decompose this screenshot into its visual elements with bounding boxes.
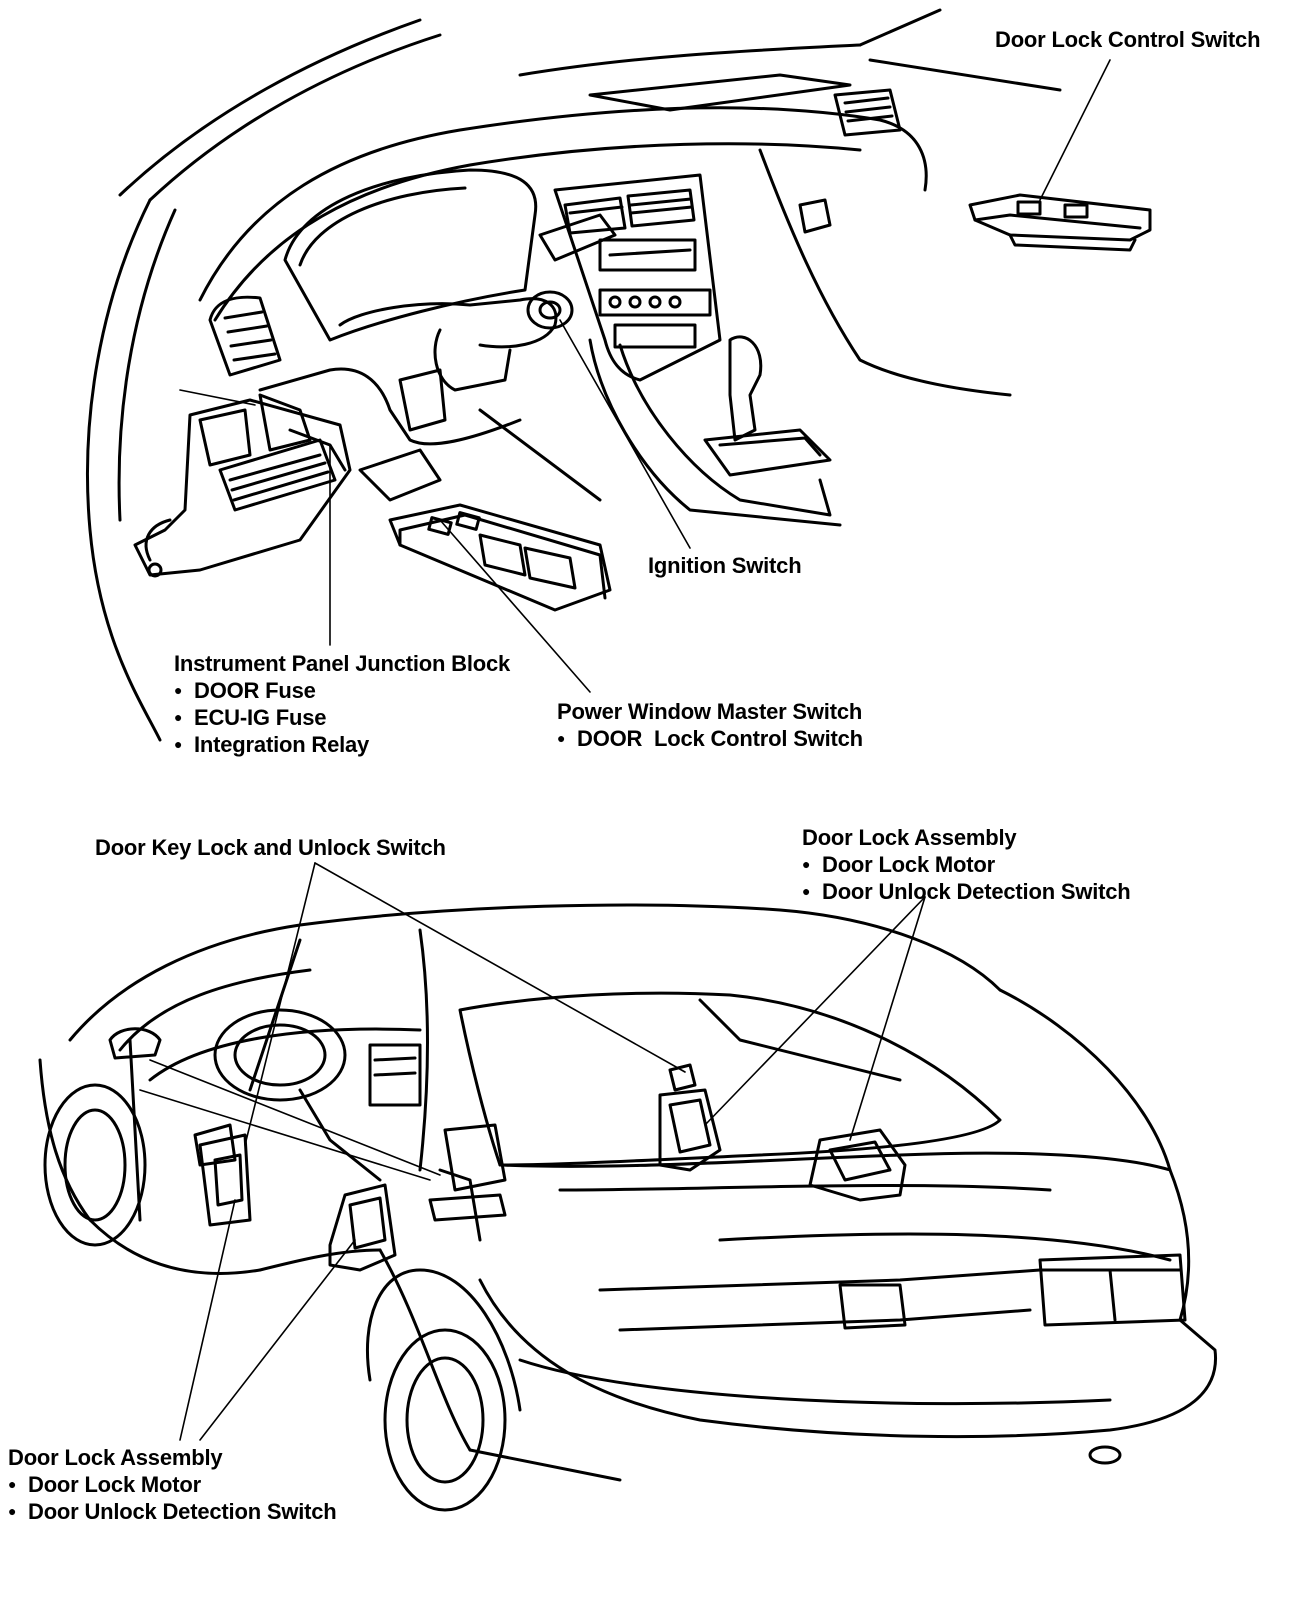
label-text: Door Key Lock and Unlock Switch xyxy=(95,835,446,860)
label-bullet: DOOR Fuse xyxy=(174,677,510,704)
label-bullet: Door Unlock Detection Switch xyxy=(8,1498,337,1525)
door-lock-assembly-right-label: Door Lock Assembly Door Lock Motor Door … xyxy=(802,824,1131,905)
label-title: Door Lock Assembly xyxy=(802,825,1017,850)
label-bullet: Door Lock Motor xyxy=(802,851,1131,878)
dashboard-illustration xyxy=(86,8,1152,742)
label-bullet: ECU-IG Fuse xyxy=(174,704,510,731)
label-title: Instrument Panel Junction Block xyxy=(174,651,511,676)
power-window-master-switch-label: Power Window Master Switch DOOR Lock Con… xyxy=(557,698,863,752)
label-bullet: DOOR Lock Control Switch xyxy=(557,725,863,752)
label-title: Door Lock Assembly xyxy=(8,1445,223,1470)
door-lock-assembly-left-label: Door Lock Assembly Door Lock Motor Door … xyxy=(8,1444,337,1525)
label-text: Ignition Switch xyxy=(648,553,802,578)
label-bullet: Door Lock Motor xyxy=(8,1471,337,1498)
car-illustration xyxy=(38,862,1218,1512)
junction-block-label: Instrument Panel Junction Block DOOR Fus… xyxy=(174,650,510,758)
label-text: Door Lock Control Switch xyxy=(995,27,1261,52)
door-key-switch-label: Door Key Lock and Unlock Switch xyxy=(95,834,446,861)
label-title: Power Window Master Switch xyxy=(557,699,863,724)
door-lock-control-switch-label: Door Lock Control Switch xyxy=(995,26,1261,53)
ignition-switch-label: Ignition Switch xyxy=(648,552,802,579)
label-bullet: Integration Relay xyxy=(174,731,510,758)
label-bullet: Door Unlock Detection Switch xyxy=(802,878,1131,905)
